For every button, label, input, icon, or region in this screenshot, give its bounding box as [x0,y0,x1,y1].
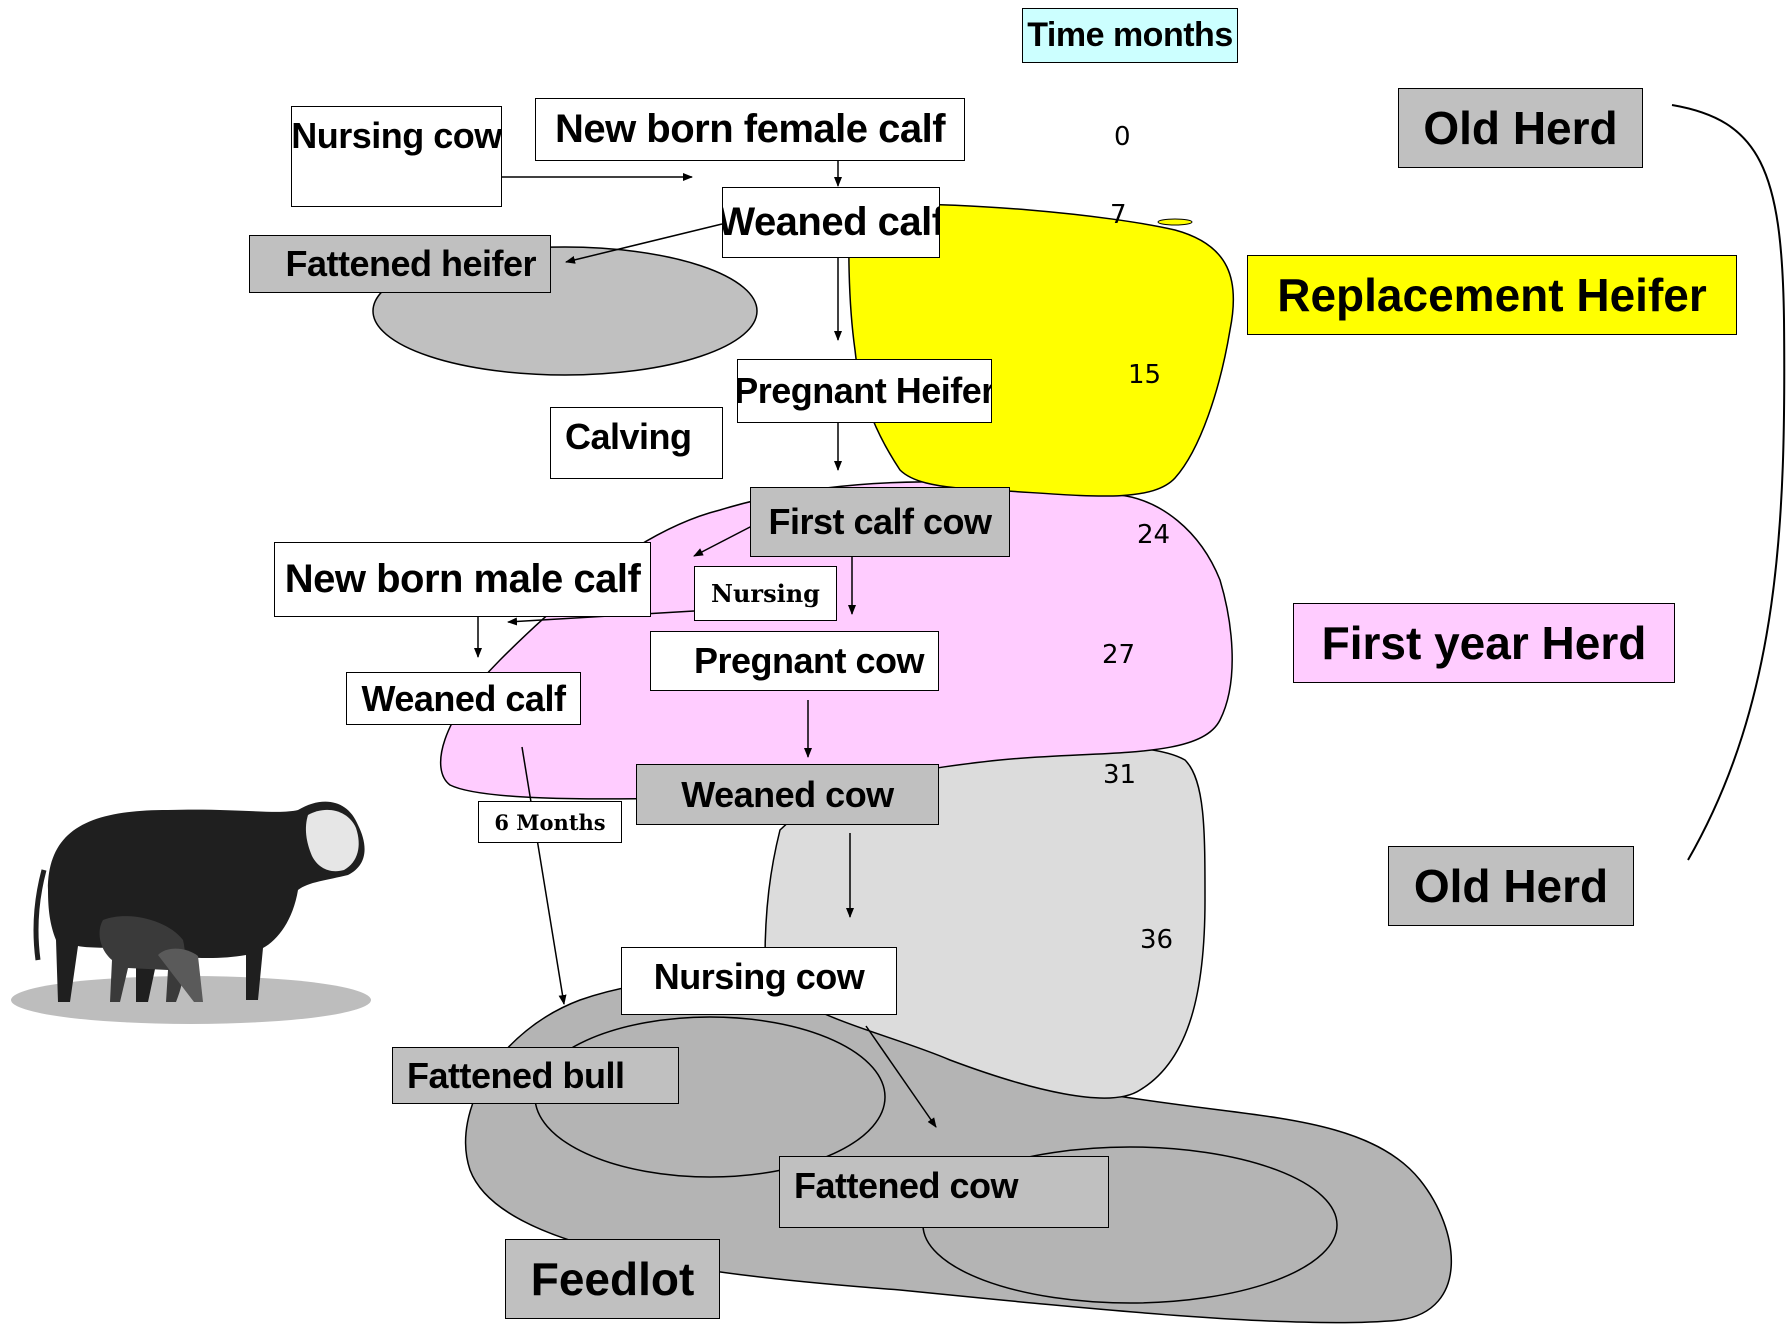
new-born-male-calf-box: New born male calf [274,542,651,617]
fattened-cow-box: Fattened cow [779,1156,1109,1228]
time-tick-27: 27 [1102,640,1136,670]
replacement-heifer-label: Replacement Heifer [1247,255,1737,335]
nursing-cow-top-box: Nursing cow [291,106,502,207]
fattened-heifer-box: Fattened heifer [249,235,551,293]
weaned-calf-top-box: Weaned calf [722,187,940,258]
time-tick-0: 0 [1114,122,1131,152]
time-months-label: Time months [1022,8,1238,63]
arrow-first-calf-to-nursing [693,525,753,557]
small-marker-ellipse [1157,218,1193,226]
old-herd-label-bottom: Old Herd [1388,846,1634,926]
nursing-cow-bottom-box: Nursing cow [621,947,897,1015]
feedlot-label: Feedlot [505,1239,720,1319]
weaned-calf-bottom-box: Weaned calf [346,672,581,725]
weaned-cow-box: Weaned cow [636,764,939,825]
time-tick-31: 31 [1103,760,1137,790]
fattened-bull-box: Fattened bull [392,1047,679,1104]
time-tick-15: 15 [1128,360,1162,390]
nursing-box: Nursing [694,566,837,621]
arrow-nursing-cow-to-fattened-cow [865,1025,937,1128]
arrow-weaned-calf-to-feedlot [521,746,567,1005]
first-calf-cow-box: First calf cow [750,487,1010,557]
arrow-weaned-to-fattened-heifer [565,223,723,264]
six-months-box: 6 Months [478,801,622,843]
old-herd-bracket [1671,104,1786,861]
old-herd-label-top: Old Herd [1398,88,1643,168]
calving-box: Calving [550,407,723,479]
time-tick-7: 7 [1110,200,1127,230]
time-tick-24: 24 [1137,520,1171,550]
pregnant-heifer-box: Pregnant Heifer [737,359,992,423]
new-born-female-calf-box: New born female calf [535,98,965,161]
first-year-herd-label: First year Herd [1293,603,1675,683]
cow-and-calf-photo [8,770,374,1026]
time-tick-36: 36 [1140,925,1174,955]
pregnant-cow-box: Pregnant cow [650,631,939,691]
